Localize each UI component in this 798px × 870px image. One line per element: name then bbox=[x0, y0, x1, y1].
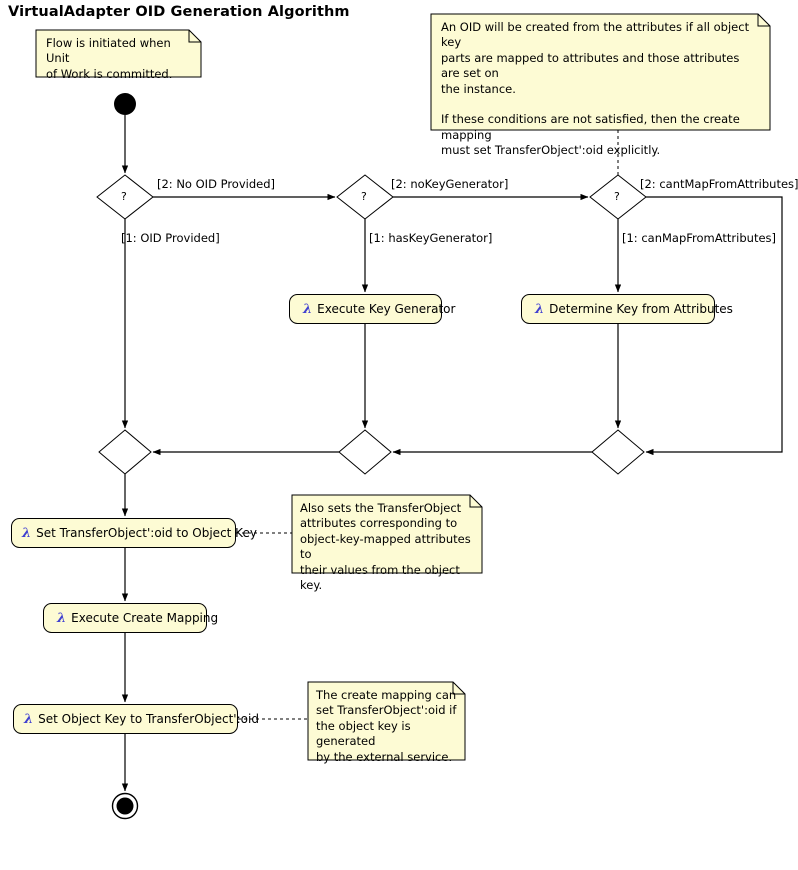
edge-label-d3-no: [2: cantMapFromAttributes] bbox=[640, 177, 798, 191]
merge-m1-shape bbox=[98, 429, 152, 475]
note-oid-shape bbox=[430, 13, 771, 131]
final-node bbox=[111, 792, 139, 820]
edge-label-d3-yes: [1: canMapFromAttributes] bbox=[622, 231, 777, 245]
merge-m2-shape bbox=[338, 429, 392, 475]
action-label: Set Object Key to TransferObject':oid bbox=[38, 712, 259, 726]
action-label: Set TransferObject':oid to Object Key bbox=[36, 526, 257, 540]
edge-label-d1-no: [2: No OID Provided] bbox=[157, 177, 275, 191]
edge-label-d2-no: [2: noKeyGenerator] bbox=[391, 177, 509, 191]
action-label: Execute Create Mapping bbox=[71, 611, 219, 625]
lambda-icon: λ bbox=[535, 302, 545, 317]
action-label: Determine Key from Attributes bbox=[549, 302, 733, 316]
merge-m3-shape bbox=[591, 429, 645, 475]
note-oid-text: An OID will be created from the attribut… bbox=[441, 20, 750, 158]
lambda-icon: λ bbox=[57, 611, 67, 626]
note-set-oid-shape bbox=[291, 494, 483, 574]
decision-d1-label: ? bbox=[121, 190, 127, 203]
note-create-mapping-text: The create mapping can set TransferObjec… bbox=[316, 688, 457, 764]
action-execute-create-mapping[interactable]: λ Execute Create Mapping bbox=[57, 611, 218, 626]
action-label: Execute Key Generator bbox=[317, 302, 456, 316]
action-set-object-key-shape[interactable] bbox=[13, 704, 238, 734]
note-start-shape bbox=[35, 29, 202, 78]
action-determine-key-from-attributes[interactable]: λ Determine Key from Attributes bbox=[535, 302, 733, 317]
decision-d2-label: ? bbox=[361, 190, 367, 203]
edge-d3-bypass-to-m3 bbox=[645, 196, 783, 456]
note-start-text: Flow is initiated when Unit of Work is c… bbox=[46, 36, 173, 81]
page-title: VirtualAdapter OID Generation Algorithm bbox=[8, 4, 350, 20]
lambda-icon: λ bbox=[303, 302, 313, 317]
lambda-icon: λ bbox=[22, 526, 32, 541]
action-set-object-key-to-transferobject-oid[interactable]: λ Set Object Key to TransferObject':oid bbox=[24, 712, 259, 727]
initial-node bbox=[114, 93, 136, 115]
edge-label-d1-yes: [1: OID Provided] bbox=[121, 231, 220, 245]
action-set-transferobject-oid-shape[interactable] bbox=[11, 518, 236, 548]
edge-label-d2-yes: [1: hasKeyGenerator] bbox=[369, 231, 493, 245]
action-set-transferobject-oid-to-object-key[interactable]: λ Set TransferObject':oid to Object Key bbox=[22, 526, 257, 541]
lambda-icon: λ bbox=[24, 712, 34, 727]
decision-d3-label: ? bbox=[614, 190, 620, 203]
action-execute-key-generator[interactable]: λ Execute Key Generator bbox=[303, 302, 455, 317]
note-create-mapping-shape bbox=[307, 681, 466, 761]
note-set-oid-text: Also sets the TransferObject attributes … bbox=[300, 501, 471, 593]
